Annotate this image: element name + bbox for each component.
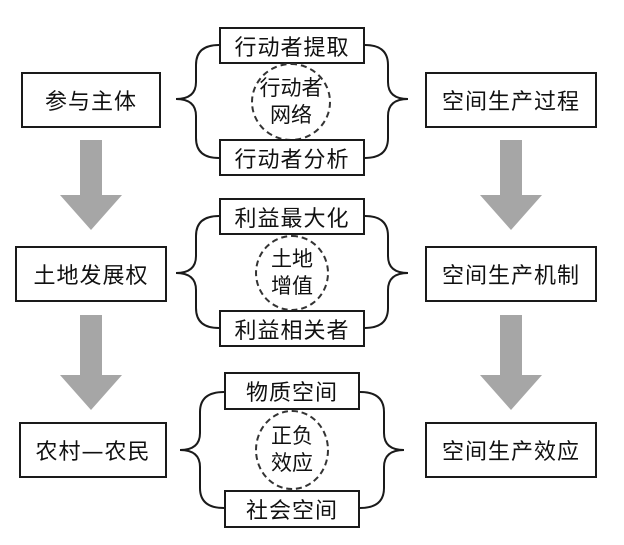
left-brace-1 [175,44,220,159]
left-box-land-development-right: 土地发展权 [15,246,167,302]
right-box-production-effect: 空间生产效应 [425,422,597,478]
group1-lower-box: 行动者分析 [219,139,365,176]
right-brace-2 [364,215,409,329]
left-box-village-farmers: 农村—农民 [19,422,167,478]
right-brace-1 [364,44,409,159]
down-arrow-right-2 [480,315,542,410]
group1-center-line1: 行动者 [259,76,323,100]
left-brace-3 [179,391,225,509]
group2-center-oval: 土地 增值 [255,235,329,311]
group1-center-line2: 网络 [270,103,312,127]
down-arrow-left-2 [60,315,122,410]
group1-center-oval: 行动者 网络 [251,63,331,141]
left-box-participants: 参与主体 [21,72,161,128]
group3-upper-box: 物质空间 [224,372,360,410]
group2-center-line2: 增值 [271,274,313,298]
group3-lower-box: 社会空间 [224,490,360,528]
right-box-production-process: 空间生产过程 [425,72,597,128]
right-brace-3 [359,391,405,509]
down-arrow-left-1 [60,140,122,230]
left-brace-2 [175,215,220,329]
group2-upper-box: 利益最大化 [219,198,365,235]
right-box-production-mechanism: 空间生产机制 [425,246,597,302]
group2-center-line1: 土地 [271,247,313,271]
group3-center-line1: 正负 [271,424,313,448]
group3-center-oval: 正负 效应 [255,410,329,490]
group1-upper-box: 行动者提取 [219,27,365,64]
down-arrow-right-1 [480,140,542,230]
group2-lower-box: 利益相关者 [219,310,365,347]
group3-center-line2: 效应 [271,451,313,475]
